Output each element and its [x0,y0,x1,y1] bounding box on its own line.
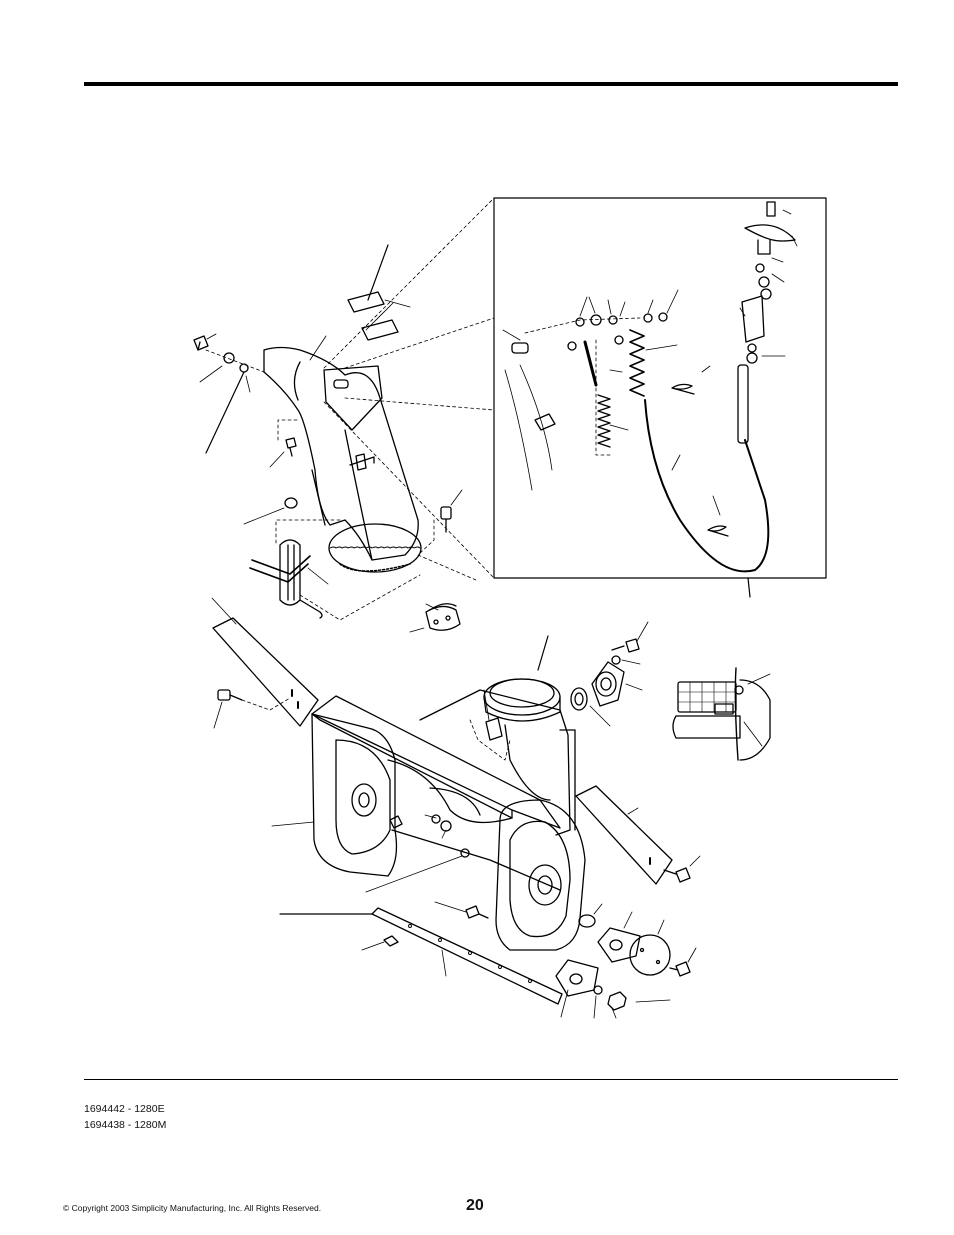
page-number: 20 [466,1197,484,1214]
copyright-notice: © Copyright 2003 Simplicity Manufacturin… [63,1203,322,1213]
decal-detail [673,668,770,760]
chute-control-inset [324,198,826,597]
model-number: 1694442 - 1280E [84,1103,165,1115]
left-side-panel [212,598,318,728]
chute-hardware [194,334,476,580]
footer-rule [84,1079,898,1080]
auger-bearing-assembly [571,622,648,726]
chute-rod-bracket [250,520,460,632]
discharge-chute [264,245,421,572]
right-side-hardware [556,786,700,1018]
model-number: 1694438 - 1280M [84,1119,167,1131]
header-rule [84,82,898,86]
model-number-list: 1694442 - 1280E 1694438 - 1280M [84,1101,166,1133]
auger-housing [272,636,585,1004]
